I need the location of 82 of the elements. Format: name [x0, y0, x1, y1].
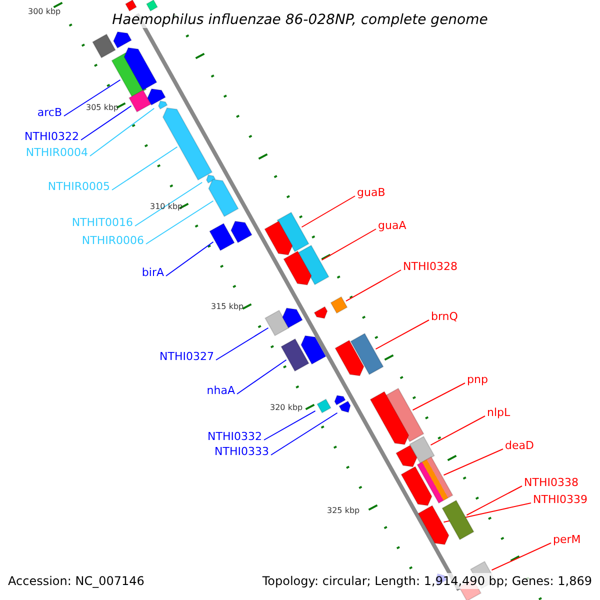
gene-block — [338, 400, 351, 413]
leader-line — [443, 448, 504, 476]
gene-block — [408, 436, 436, 464]
leader-line — [64, 79, 121, 116]
gene-label: NTHI0322 — [24, 130, 79, 143]
gene-block — [330, 296, 348, 314]
gene-block — [334, 394, 346, 406]
gene-block — [208, 222, 236, 252]
leader-line — [216, 327, 269, 360]
leader-line — [166, 241, 214, 276]
gene-label: NTHI0328 — [403, 260, 458, 273]
accession-text: Accession: NC_007146 — [8, 573, 144, 589]
leader-line — [146, 200, 214, 244]
gene-block — [316, 398, 332, 414]
leader-line — [301, 196, 356, 228]
gene-block — [162, 107, 213, 181]
leader-line — [491, 542, 552, 571]
leader-line — [236, 359, 287, 394]
gene-label: NTHI0339 — [533, 493, 588, 506]
gene-label: NTHI0332 — [208, 430, 262, 443]
gene-block — [146, 88, 166, 106]
leader-line — [466, 486, 522, 516]
gene-label: birA — [142, 266, 164, 279]
gene-block — [442, 500, 474, 540]
gene-label: NTHI0327 — [160, 350, 214, 363]
gene-label: deaD — [505, 439, 534, 452]
gene-label: nhaA — [206, 384, 235, 397]
gene-block — [418, 504, 450, 545]
scale-label: 310 kbp — [150, 202, 183, 212]
gene-block — [296, 244, 330, 286]
gene-label: guaA — [378, 219, 406, 232]
scale-label: 325 kbp — [327, 506, 360, 516]
gene-block — [92, 34, 116, 58]
gene-block — [264, 220, 293, 256]
genome-info-text: Topology: circular; Length: 1,914,490 bp; Genes: 1,869 — [262, 573, 592, 589]
gene-label: nlpL — [487, 406, 510, 419]
gene-block — [370, 390, 410, 445]
leader-line — [345, 270, 402, 302]
gene-block — [264, 310, 290, 336]
gene-label: NTHIR0004 — [26, 146, 88, 159]
gene-block — [283, 250, 312, 286]
leader-line — [412, 382, 466, 411]
scale-label: 315 kbp — [211, 302, 244, 312]
gene-block — [395, 444, 418, 468]
gene-block — [276, 212, 310, 252]
gene-label: NTHI0338 — [524, 476, 578, 489]
gene-label: brnQ — [431, 310, 458, 323]
gene-label: arcB — [37, 106, 62, 119]
gene-block — [314, 306, 328, 319]
gene-block — [416, 456, 454, 504]
gene-block — [350, 332, 384, 376]
gene-block — [206, 174, 216, 184]
leader-line — [264, 410, 316, 440]
gene-block — [208, 178, 239, 218]
gene-block — [230, 220, 253, 244]
gene-label: NTHI0333 — [214, 445, 269, 458]
leader-line — [430, 416, 486, 446]
gene-label: guaB — [357, 186, 386, 199]
gene-label: perM — [553, 533, 581, 546]
gene-block — [128, 89, 152, 113]
leader-line — [270, 412, 338, 456]
leader-line — [90, 108, 155, 156]
gene-block — [158, 100, 168, 110]
leader-line — [375, 320, 430, 350]
gene-block — [112, 31, 132, 49]
scale-label: 320 kbp — [270, 403, 303, 413]
gene-block — [334, 340, 364, 376]
scale-label: 305 kbp — [86, 103, 119, 113]
gene-label: NTHIR0005 — [48, 180, 110, 193]
leader-line — [134, 182, 203, 226]
gene-label: NTHIR0006 — [82, 234, 144, 247]
scale-label: 300 kbp — [28, 7, 61, 17]
leader-line — [80, 105, 132, 140]
gene-block — [300, 335, 326, 365]
gene-block — [282, 308, 304, 328]
gene-block — [280, 338, 310, 372]
gene-block — [124, 47, 158, 91]
title: Haemophilus influenzae 86-028NP, complete genome — [110, 12, 490, 28]
leader-line — [112, 146, 178, 190]
gene-label: pnp — [467, 373, 488, 386]
leader-line — [321, 228, 376, 261]
gene-label: NTHIT0016 — [72, 216, 133, 229]
